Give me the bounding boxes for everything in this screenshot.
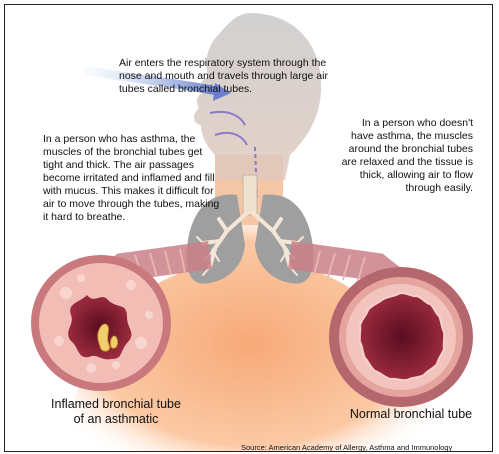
- inflamed-tube-caption: Inflamed bronchial tube of an asthmatic: [41, 397, 191, 427]
- inflamed-tube: [31, 255, 171, 391]
- inflamed-caption-line2: of an asthmatic: [41, 412, 191, 427]
- asthma-description: In a person who has asthma, the muscles …: [43, 133, 223, 224]
- normal-description: In a person who doesn't have asthma, the…: [337, 117, 473, 195]
- normal-tube: [329, 267, 473, 407]
- normal-tube-caption: Normal bronchial tube: [341, 407, 481, 422]
- intro-text: Air enters the respiratory system throug…: [119, 57, 329, 96]
- inflamed-caption-line1: Inflamed bronchial tube: [41, 397, 191, 412]
- diagram-frame: Air enters the respiratory system throug…: [4, 4, 493, 452]
- source-credit: Source: American Academy of Allergy, Ast…: [241, 443, 452, 452]
